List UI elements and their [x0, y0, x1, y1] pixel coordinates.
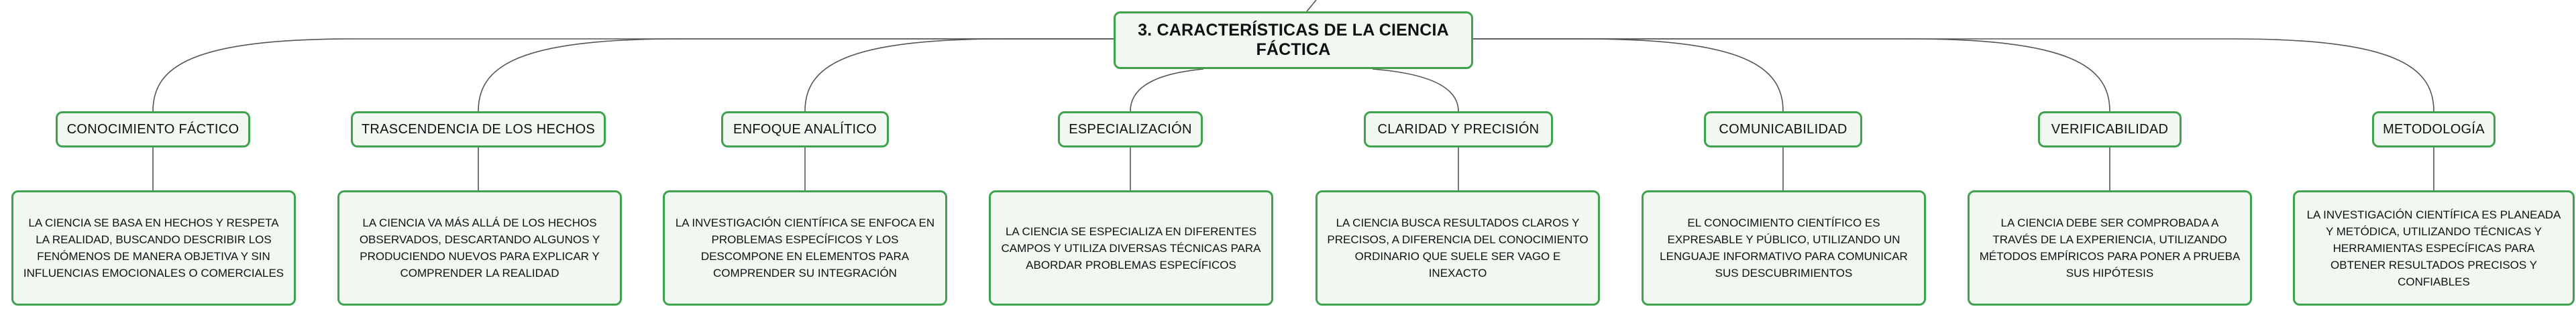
description-especializacion[interactable]: LA CIENCIA SE ESPECIALIZA EN DIFERENTES … [989, 190, 1273, 306]
topic-title: ENFOQUE ANALÍTICO [733, 121, 877, 137]
topic-title: TRASCENDENCIA DE LOS HECHOS [361, 121, 596, 137]
description-text: LA CIENCIA VA MÁS ALLÁ DE LOS HECHOS OBS… [359, 216, 600, 279]
branch-link-4 [1372, 68, 1459, 112]
description-text: LA CIENCIA BUSCA RESULTADOS CLAROS Y PRE… [1327, 216, 1589, 279]
branch-link-0 [152, 38, 1114, 112]
description-enfoque-analitico[interactable]: LA INVESTIGACIÓN CIENTÍFICA SE ENFOCA EN… [663, 190, 947, 306]
branch-link-2 [804, 38, 1114, 112]
description-text: LA CIENCIA DEBE SER COMPROBADA A TRAVÉS … [1979, 216, 2241, 279]
topic-title: METODOLOGÍA [2383, 121, 2485, 137]
description-claridad-y-precision[interactable]: LA CIENCIA BUSCA RESULTADOS CLAROS Y PRE… [1316, 190, 1600, 306]
topic-enfoque-analitico[interactable]: ENFOQUE ANALÍTICO [721, 111, 889, 147]
topic-verificabilidad[interactable]: VERIFICABILIDAD [2038, 111, 2182, 147]
branch-link-6 [1473, 38, 2110, 112]
description-text: LA CIENCIA SE BASA EN HECHOS Y RESPETA L… [23, 216, 284, 279]
description-text: LA INVESTIGACIÓN CIENTÍFICA SE ENFOCA EN… [675, 216, 935, 279]
topic-trascendencia-de-los-hechos[interactable]: TRASCENDENCIA DE LOS HECHOS [351, 111, 606, 147]
topic-title: ESPECIALIZACIÓN [1069, 121, 1192, 137]
description-text: LA CIENCIA SE ESPECIALIZA EN DIFERENTES … [1001, 225, 1261, 271]
branch-link-7 [1473, 38, 2434, 112]
description-comunicabilidad[interactable]: EL CONOCIMIENTO CIENTÍFICO ES EXPRESABLE… [1642, 190, 1926, 306]
topic-especializacion[interactable]: ESPECIALIZACIÓN [1058, 111, 1203, 147]
topic-claridad-y-precision[interactable]: CLARIDAD Y PRECISIÓN [1364, 111, 1553, 147]
branch-link-1 [478, 38, 1114, 112]
description-verificabilidad[interactable]: LA CIENCIA DEBE SER COMPROBADA A TRAVÉS … [1968, 190, 2252, 306]
root-topic-title: 3. CARACTERÍSTICAS DE LA CIENCIA FÁCTICA [1138, 21, 1449, 59]
root-topic-node[interactable]: 3. CARACTERÍSTICAS DE LA CIENCIA FÁCTICA [1114, 11, 1473, 69]
description-conocimiento-factico[interactable]: LA CIENCIA SE BASA EN HECHOS Y RESPETA L… [11, 190, 296, 306]
branch-link-3 [1130, 68, 1204, 112]
description-trascendencia-de-los-hechos[interactable]: LA CIENCIA VA MÁS ALLÁ DE LOS HECHOS OBS… [337, 190, 622, 306]
topic-conocimiento-factico[interactable]: CONOCIMIENTO FÁCTICO [56, 111, 250, 147]
topic-comunicabilidad[interactable]: COMUNICABILIDAD [1704, 111, 1862, 147]
topic-title: CLARIDAD Y PRECISIÓN [1377, 121, 1540, 137]
description-text: LA INVESTIGACIÓN CIENTÍFICA ES PLANEADA … [2306, 208, 2561, 288]
topic-title: CONOCIMIENTO FÁCTICO [66, 121, 239, 137]
topic-metodologia[interactable]: METODOLOGÍA [2372, 111, 2496, 147]
root-parent-link [1306, 0, 1317, 12]
topic-title: VERIFICABILIDAD [2051, 121, 2169, 137]
topic-title: COMUNICABILIDAD [1719, 121, 1847, 137]
description-metodologia[interactable]: LA INVESTIGACIÓN CIENTÍFICA ES PLANEADA … [2293, 190, 2575, 306]
description-text: EL CONOCIMIENTO CIENTÍFICO ES EXPRESABLE… [1660, 216, 1908, 279]
branch-link-5 [1473, 38, 1784, 112]
